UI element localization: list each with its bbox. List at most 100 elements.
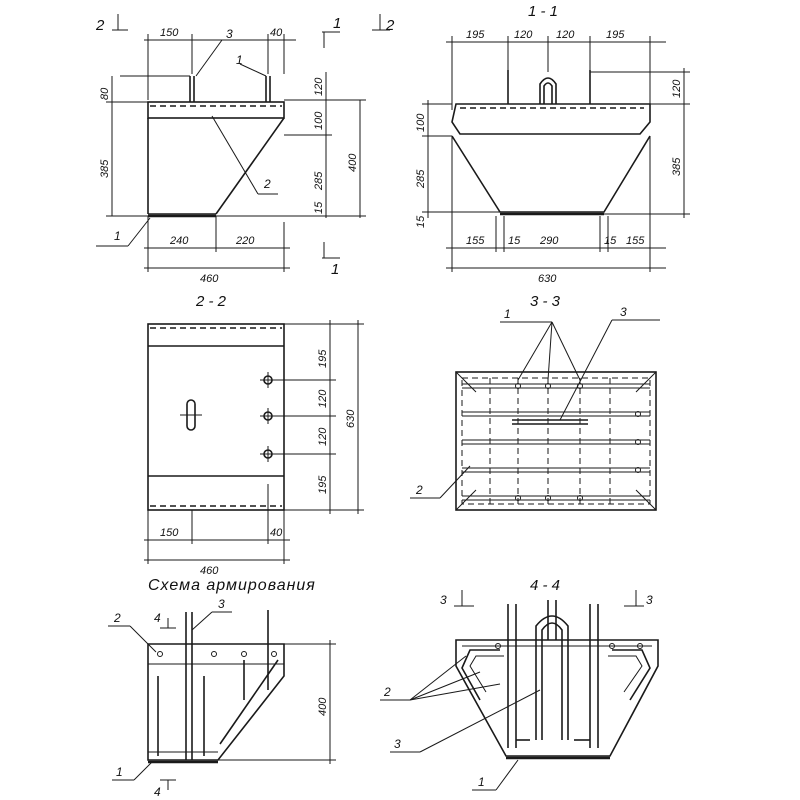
pos-label-2: 2 [113,611,121,625]
lifting-loop [539,77,557,104]
dim-290: 290 [539,235,559,247]
dim-285: 285 [313,171,325,191]
pos-label-2: 2 [415,483,423,497]
scheme-outline [147,643,285,761]
corner-bar [635,489,657,511]
section-label-4-top: 4 [154,611,161,625]
mesh-vertical-bars [489,378,611,504]
dim-240: 240 [169,235,189,247]
leader-1 [495,759,519,791]
dim-195-top: 195 [317,349,329,368]
dim-120: 120 [671,79,683,98]
bar-ends [515,383,641,501]
corner-bar [455,489,477,511]
bent-bar-left-inner [469,655,504,693]
leader-1 [547,321,553,381]
view-section-1-1: 1 - 1 195 120 120 195 100 285 15 12 [415,3,690,285]
dim-155-right: 155 [626,235,645,247]
leader-2 [439,465,471,499]
pos-label-3: 3 [226,27,233,41]
pos-label-1-base: 1 [114,229,121,243]
rebar-slope [219,659,279,745]
dim-630: 630 [538,273,557,285]
leader-2 [211,115,259,195]
view-title-3-3: 3 - 3 [530,293,561,310]
body-hopper [451,135,651,213]
dim-120: 120 [313,77,325,96]
leader-1 [517,321,553,381]
pos-label-3: 3 [620,305,627,319]
bar-end [241,651,247,657]
leader-3 [419,689,541,753]
leader-2 [129,625,157,653]
bent-bar-right-inner [608,655,643,693]
lifting-loop-inner [541,622,563,740]
section-outline [455,639,659,757]
dim-100: 100 [415,113,427,132]
leader-2 [409,655,467,701]
leader-3 [191,611,213,631]
pos-label-1: 1 [504,307,511,321]
dim-120-left: 120 [514,29,533,41]
leader-1-base [127,217,151,247]
dim-195-right: 195 [606,29,625,41]
view-reinforcement-scheme: Схема армирования 4 4 400 2 [108,577,336,799]
bar-end [495,643,501,649]
pos-label-3: 3 [218,597,225,611]
section-label-3-right: 3 [646,593,653,607]
dim-285: 285 [415,169,427,189]
pos-label-3: 3 [394,737,401,751]
dim-460: 460 [200,273,219,285]
leader-1 [551,321,581,381]
section-label-1-top: 1 [333,15,341,32]
mesh-horizontal-bars [462,383,650,501]
bar-end [635,439,641,445]
bar-end [157,651,163,657]
bar-end [545,495,551,501]
dim-460: 460 [200,565,219,577]
bent-bar-right [612,649,651,701]
leader-2 [409,671,481,701]
dim-120-lower: 120 [317,427,329,446]
lifting-loop [535,615,569,740]
view-section-2-2: 2 - 2 195 120 120 195 630 [144,293,364,577]
bar-end [545,383,551,389]
section-label-3-left: 3 [440,593,447,607]
view-title-1-1: 1 - 1 [528,3,558,20]
section-label-4-bottom: 4 [154,785,161,799]
bar-end [635,467,641,473]
bent-bar-left [461,649,500,701]
dim-400: 400 [317,697,329,716]
body-slope [215,117,285,215]
bar-end [211,651,217,657]
view-title-2-2: 2 - 2 [195,293,227,310]
pos-label-1: 1 [116,765,123,779]
corner-bar [455,371,477,393]
dim-40: 40 [270,527,283,539]
pos-label-2: 2 [383,685,391,699]
dim-15-right: 15 [604,235,617,247]
view-section-3-3: 3 - 3 [410,293,660,511]
section-label-1-bottom: 1 [331,261,339,278]
dim-80: 80 [99,87,111,100]
leader-1 [133,761,153,781]
pos-label-1: 1 [236,53,243,67]
dim-15-left: 15 [508,235,521,247]
pos-label-2: 2 [263,177,271,191]
mesh-outline [461,377,651,505]
pos-label-1: 1 [478,775,485,789]
bar-end [577,495,583,501]
section-label-2-right: 2 [385,17,395,34]
leader-3 [559,319,613,421]
top-slab [147,101,285,119]
dim-40: 40 [270,27,283,39]
leader-2 [409,683,501,701]
leader-3 [195,39,223,77]
dim-150: 150 [160,27,179,39]
corner-bar [635,371,657,393]
dim-100: 100 [313,111,325,130]
dim-15: 15 [313,201,325,214]
lifting-loop-inner [543,82,553,104]
view-section-4-4: 4 - 4 3 3 [380,577,659,791]
